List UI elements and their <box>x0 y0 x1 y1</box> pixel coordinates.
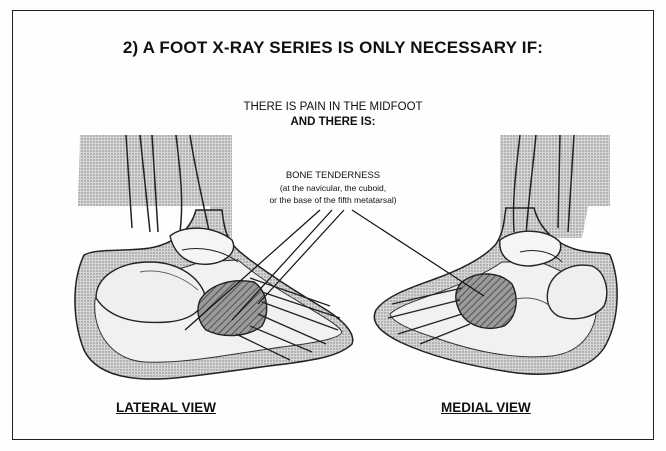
condition-line-1: THERE IS PAIN IN THE MIDFOOT <box>0 101 666 113</box>
finding-detail-line-1: (at the navicular, the cuboid, <box>0 183 666 193</box>
finding-title: BONE TENDERNESS <box>0 170 666 181</box>
slide-title: 2) A FOOT X-RAY SERIES IS ONLY NECESSARY… <box>0 38 666 58</box>
medial-view-label: MEDIAL VIEW <box>441 400 531 415</box>
condition-line-2: AND THERE IS: <box>0 116 666 128</box>
finding-detail-line-2: or the base of the fifth metatarsal) <box>0 195 666 205</box>
lateral-view-label: LATERAL VIEW <box>116 400 216 415</box>
